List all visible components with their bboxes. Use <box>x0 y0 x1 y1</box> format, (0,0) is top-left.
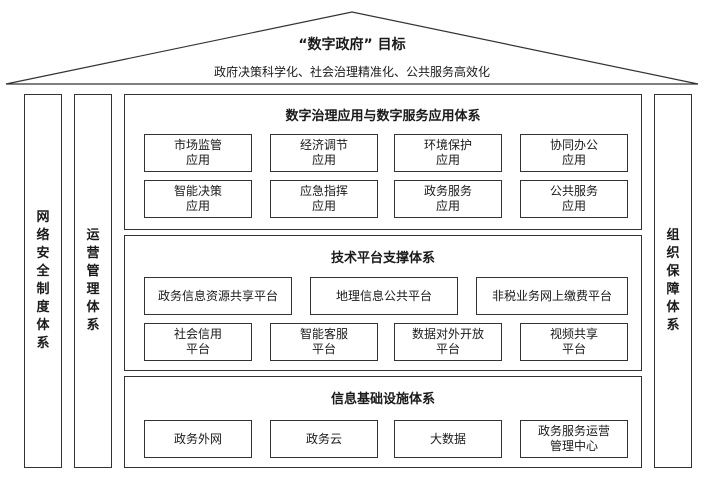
box-label: 应急指挥应用 <box>299 184 348 213</box>
box-label: 政务云 <box>305 431 342 446</box>
pillar-char: 体 <box>36 318 50 333</box>
pillar-char: 障 <box>666 282 680 297</box>
infra-box-gov-extranet: 政务外网 <box>144 420 252 458</box>
infra-box-big-data: 大数据 <box>394 420 502 458</box>
box-label: 经济调节应用 <box>299 138 348 167</box>
box-label: 大数据 <box>429 431 466 446</box>
pillar-char: 安 <box>36 246 50 261</box>
app-box-emergency-command: 应急指挥应用 <box>270 180 378 218</box>
pillar-char: 体 <box>86 300 100 315</box>
box-label: 政务外网 <box>173 431 222 446</box>
pillar-char: 理 <box>86 282 100 297</box>
app-box-intelligent-decision: 智能决策应用 <box>144 180 252 218</box>
pillar-organization-system: 组织保障体系 <box>654 94 692 468</box>
box-label: 协同办公应用 <box>549 138 598 167</box>
infra-box-gov-cloud: 政务云 <box>270 420 378 458</box>
box-label: 数据对外开放平台 <box>411 327 484 356</box>
platform-box-non-tax-payment: 非税业务网上缴费平台 <box>476 277 628 315</box>
box-label: 视频共享平台 <box>549 327 598 356</box>
pillar-security-system: 网络安全制度体系 <box>24 94 62 468</box>
platform-box-info-sharing: 政务信息资源共享平台 <box>144 277 292 315</box>
pillar-char: 营 <box>86 246 100 261</box>
pillar-char: 系 <box>666 318 680 333</box>
roof-subtitle: 政府决策科学化、社会治理精准化、公共服务高效化 <box>213 65 490 79</box>
app-box-government-services: 政务服务应用 <box>394 180 502 218</box>
box-label: 地理信息公共平台 <box>335 288 432 303</box>
pillar-char: 保 <box>666 264 680 279</box>
pillar-char: 织 <box>666 246 680 261</box>
pillar-char: 全 <box>36 264 50 279</box>
box-label: 政务信息资源共享平台 <box>157 288 278 303</box>
platform-box-smart-service: 智能客服平台 <box>270 323 378 361</box>
layer-applications-title: 数字治理应用与数字服务应用体系 <box>285 109 481 124</box>
box-label: 非税业务网上缴费平台 <box>491 288 612 303</box>
platform-box-video-sharing: 视频共享平台 <box>520 323 628 361</box>
pillar-char: 运 <box>86 228 100 243</box>
box-label: 智能客服平台 <box>299 327 348 356</box>
pillar-char: 系 <box>86 318 100 333</box>
pillar-char: 制 <box>36 282 50 297</box>
box-label: 环境保护应用 <box>423 138 472 167</box>
pillar-char: 组 <box>666 228 680 243</box>
app-box-public-services: 公共服务应用 <box>520 180 628 218</box>
layer-infrastructure-title: 信息基础设施体系 <box>330 392 435 407</box>
app-box-collaborative-office: 协同办公应用 <box>520 134 628 172</box>
pillar-char: 络 <box>36 228 50 243</box>
box-label: 公共服务应用 <box>549 184 598 213</box>
app-box-market-supervision: 市场监管应用 <box>144 134 252 172</box>
app-box-economic-regulation: 经济调节应用 <box>270 134 378 172</box>
box-label: 市场监管应用 <box>173 138 222 167</box>
pillar-operations-system: 运营管理体系 <box>74 94 112 468</box>
roof-outline <box>5 11 699 85</box>
pillar-char: 网 <box>36 210 50 225</box>
pillar-char: 度 <box>36 300 50 315</box>
app-box-environment-protection: 环境保护应用 <box>394 134 502 172</box>
platform-box-open-data: 数据对外开放平台 <box>394 323 502 361</box>
box-label: 社会信用平台 <box>173 327 222 356</box>
pillar-char: 管 <box>86 264 100 279</box>
platform-box-geo-info: 地理信息公共平台 <box>310 277 458 315</box>
infra-box-ops-center: 政务服务运营管理中心 <box>520 420 628 458</box>
roof-title: “数字政府” 目标 <box>298 37 406 53</box>
box-label: 政务服务运营管理中心 <box>537 424 610 453</box>
platform-box-social-credit: 社会信用平台 <box>144 323 252 361</box>
box-label: 智能决策应用 <box>173 184 222 213</box>
layer-platforms-title: 技术平台支撑体系 <box>330 251 435 266</box>
pillar-char: 系 <box>36 336 50 351</box>
pillar-char: 体 <box>666 300 680 315</box>
box-label: 政务服务应用 <box>423 184 472 213</box>
